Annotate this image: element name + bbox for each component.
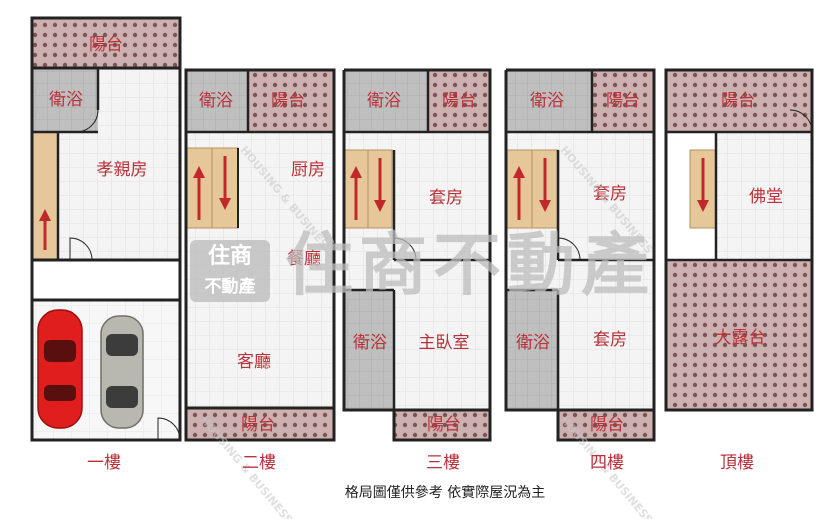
red-car-icon bbox=[37, 309, 83, 429]
room-label: 陽台 bbox=[427, 415, 461, 435]
balcony-area bbox=[32, 18, 180, 68]
floor-1: 陽台 衛浴 孝親房 bbox=[30, 16, 182, 442]
balcony-area bbox=[394, 410, 490, 440]
room-label: 衛浴 bbox=[199, 91, 233, 111]
room-label: 套房 bbox=[593, 184, 627, 204]
balcony-area bbox=[428, 70, 490, 132]
room-label: 衛浴 bbox=[49, 90, 83, 110]
room-label: 陽台 bbox=[606, 91, 640, 111]
bathroom-area bbox=[506, 290, 558, 410]
silver-car-icon bbox=[100, 315, 144, 429]
room-label: 衛浴 bbox=[516, 333, 550, 353]
floor-label: 四樓 bbox=[590, 453, 624, 473]
room-label: 孝親房 bbox=[97, 160, 148, 180]
balcony-area bbox=[592, 70, 654, 132]
floor-label: 二樓 bbox=[242, 453, 276, 473]
room-label: 客廳 bbox=[237, 352, 271, 372]
room-label: 陽台 bbox=[442, 91, 476, 111]
floor-3: 衛浴 陽台 套房 衛浴 主臥室 陽台 bbox=[342, 68, 492, 442]
room-label: 佛堂 bbox=[749, 187, 783, 207]
floor-4: 衛浴 陽台 套房 衛浴 套房 陽台 bbox=[504, 68, 656, 442]
floor-roof: 陽台 佛堂 大露台 bbox=[664, 68, 814, 412]
watermark-logo-bottom: 不動產 bbox=[205, 276, 256, 297]
room-label: 厨房 bbox=[291, 160, 325, 180]
balcony-area bbox=[666, 70, 812, 132]
room-label: 大露台 bbox=[715, 328, 766, 348]
bathroom-area bbox=[344, 290, 394, 410]
terrace-area bbox=[666, 260, 812, 410]
watermark-logo-top: 住商 bbox=[208, 243, 252, 269]
room-label: 陽台 bbox=[241, 415, 275, 435]
floor-label: 三樓 bbox=[426, 453, 460, 473]
room-label: 餐廳 bbox=[287, 249, 321, 269]
room-label: 陽台 bbox=[271, 91, 305, 111]
balcony-area bbox=[558, 410, 654, 440]
room-label: 陽台 bbox=[590, 415, 624, 435]
room-label: 套房 bbox=[429, 188, 463, 208]
watermark-text: 住商不動產 bbox=[285, 227, 655, 306]
room-label: 陽台 bbox=[89, 35, 123, 55]
room-label: 套房 bbox=[593, 330, 627, 350]
room-label: 陽台 bbox=[721, 91, 755, 111]
room-label: 衛浴 bbox=[530, 91, 564, 111]
brand-logo bbox=[190, 240, 270, 302]
room-label: 衛浴 bbox=[353, 333, 387, 353]
disclaimer-caption: 格局圖僅供參考 依實際屋況為主 bbox=[345, 484, 545, 501]
floor-label: 頂樓 bbox=[720, 453, 754, 473]
bathroom-area bbox=[506, 70, 592, 132]
room-label: 衛浴 bbox=[367, 91, 401, 111]
bathroom-area bbox=[32, 68, 98, 132]
balcony-area bbox=[186, 408, 334, 440]
floor-label: 一樓 bbox=[87, 453, 121, 473]
bathroom-area bbox=[186, 70, 248, 132]
balcony-area bbox=[248, 70, 334, 132]
floor-2: 衛浴 陽台 厨房 餐廳 客廳 陽台 bbox=[184, 68, 336, 442]
bathroom-area bbox=[344, 70, 428, 132]
room-label: 主臥室 bbox=[419, 333, 470, 353]
